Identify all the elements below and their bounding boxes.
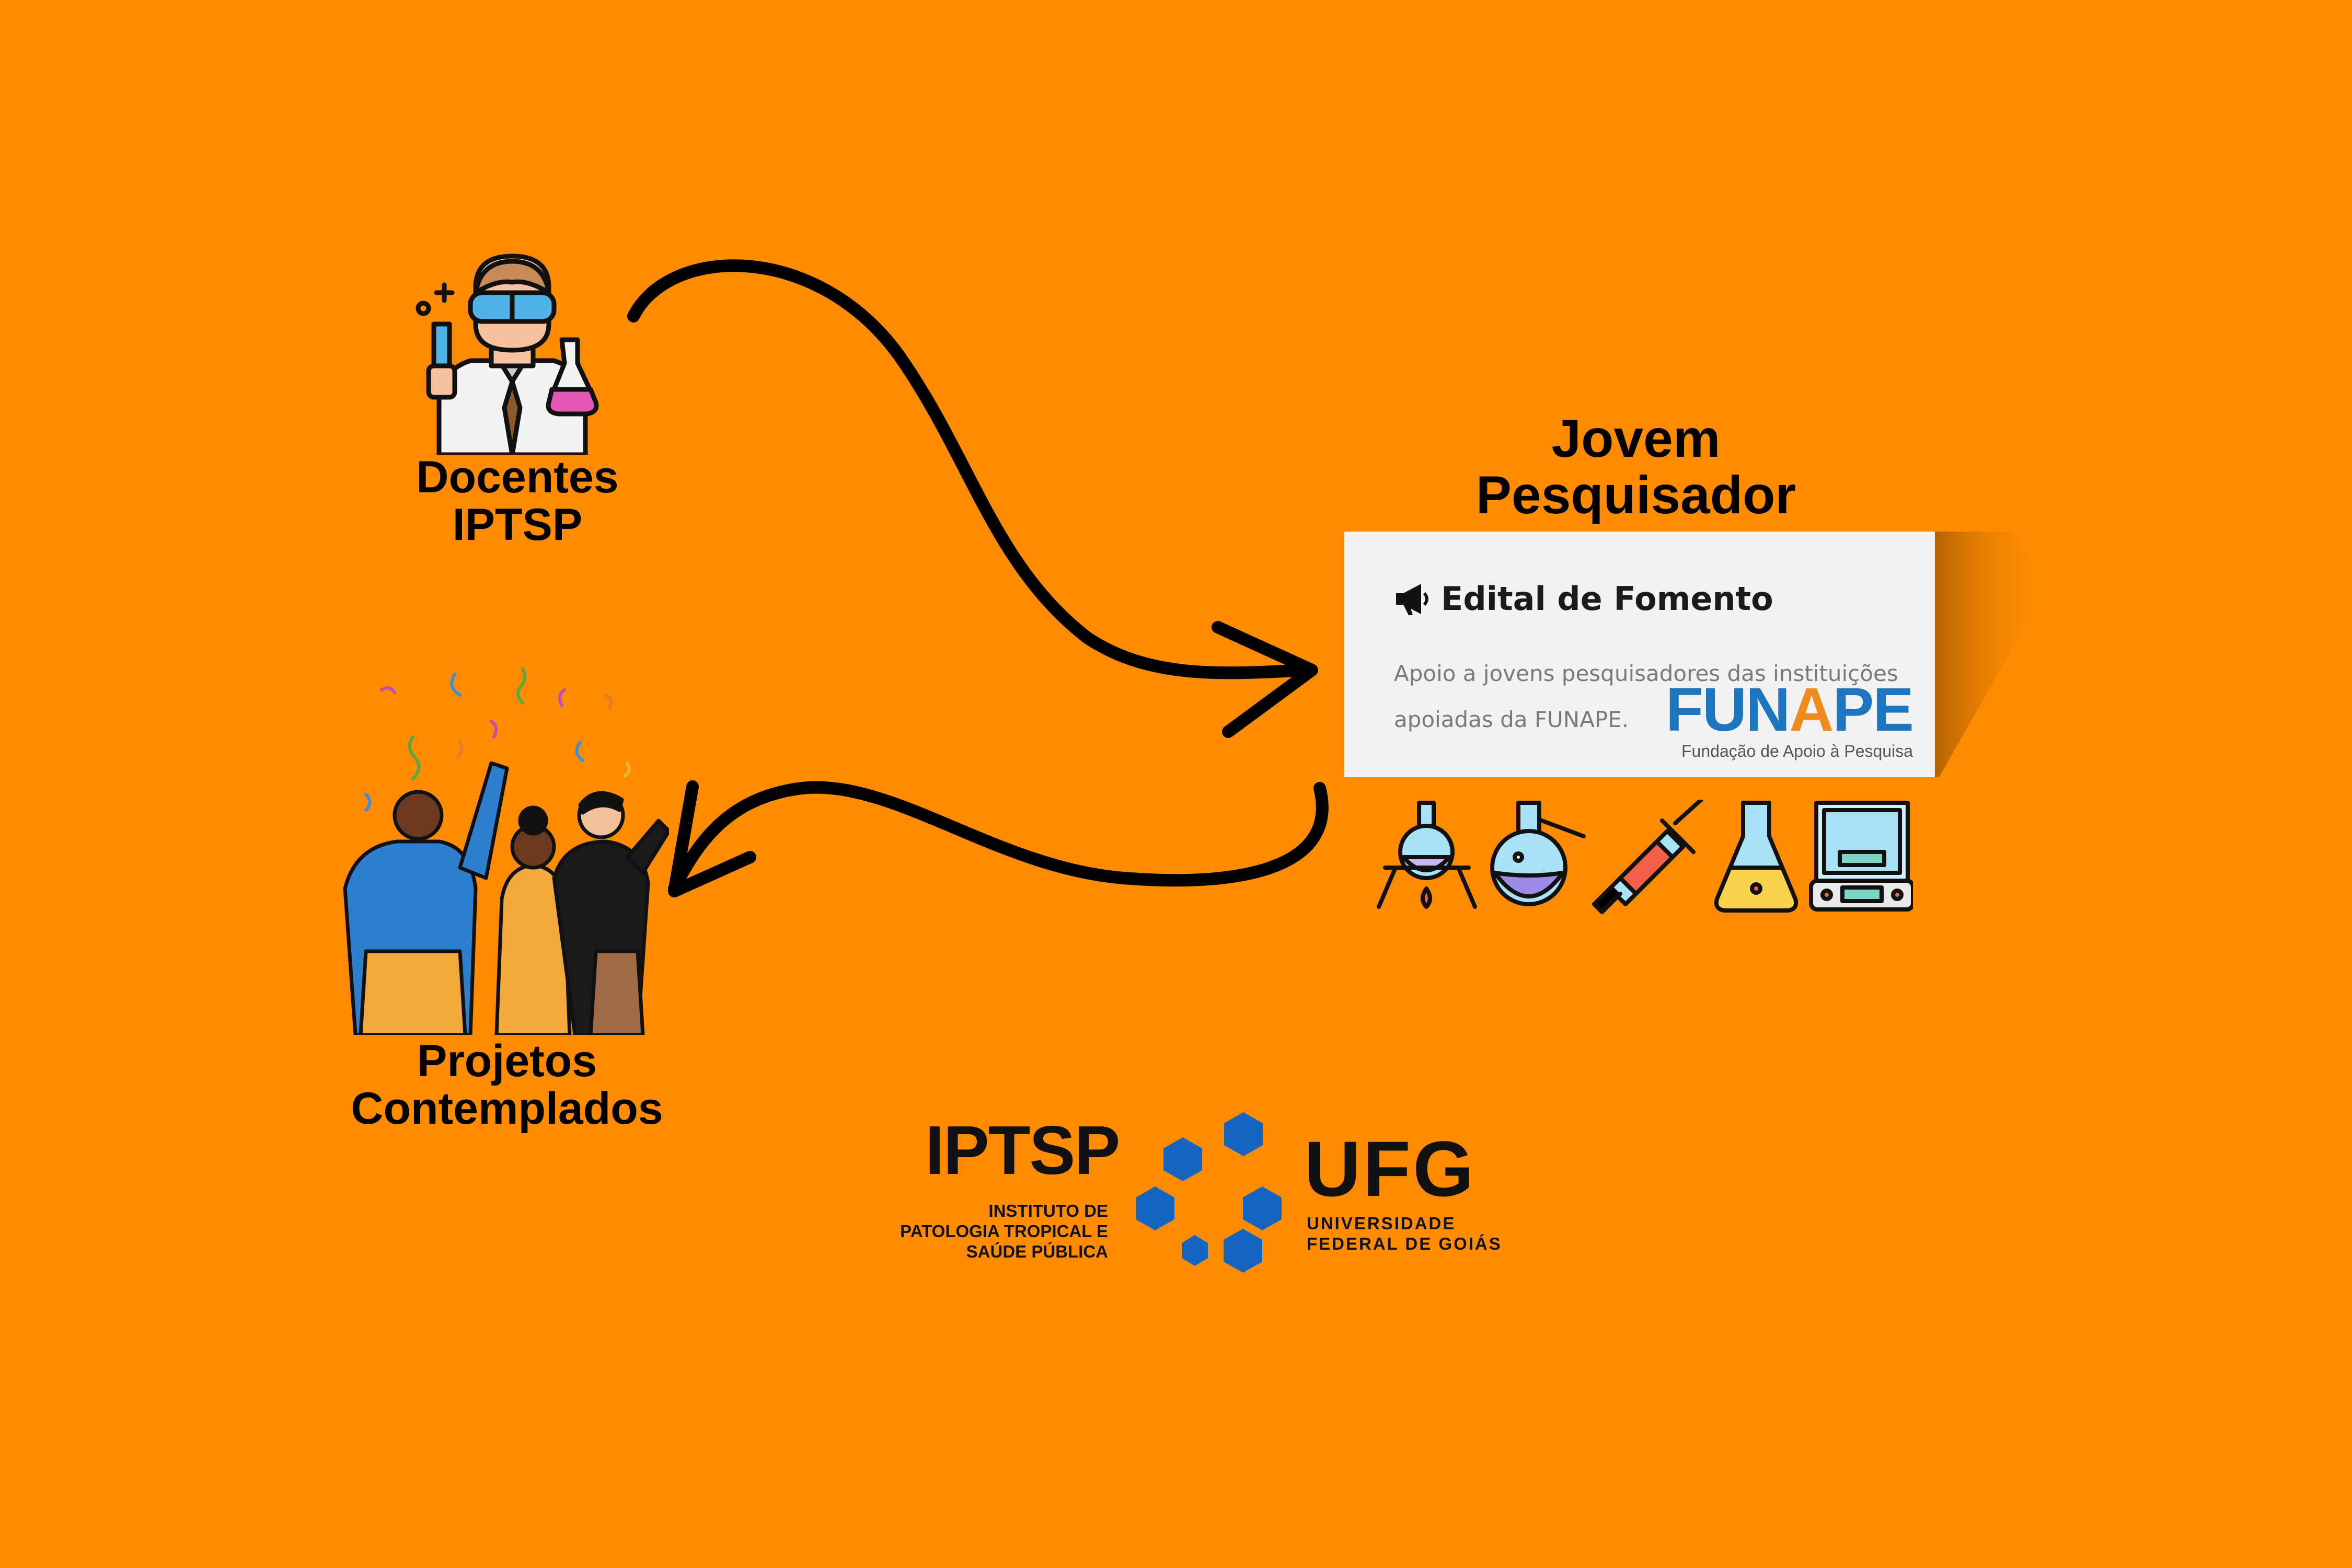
funape-logo-part-2: A <box>1789 675 1834 744</box>
card-shadow <box>1897 532 2049 777</box>
lab-scale-icon <box>1809 801 1913 912</box>
funape-logo: FUNAPE <box>1666 679 1914 741</box>
card-heading-text: Edital de Fomento <box>1441 580 1773 618</box>
erlenmeyer-flask-icon <box>1714 801 1798 913</box>
funape-logo-part-3: PE <box>1832 675 1914 744</box>
card-heading: Edital de Fomento <box>1394 580 1773 618</box>
celebration-icon <box>343 667 669 1035</box>
megaphone-icon <box>1396 583 1428 615</box>
ufg-hexagon-icon <box>1136 1112 1282 1273</box>
funape-subtitle: Fundação de Apoio à Pesquisa <box>1681 742 1913 760</box>
arrow-head-2 <box>668 780 756 897</box>
funape-logo-part-1: FUN <box>1665 675 1791 744</box>
node-jovem: Jovem Pesquisador <box>1475 409 1796 525</box>
arrow-head-1 <box>1212 621 1318 738</box>
ufg-logo: UFG <box>1304 1125 1476 1213</box>
node-projetos: Projetos Contemplados <box>351 1036 663 1134</box>
burner-flask-icon <box>1377 801 1477 909</box>
iptsp-subtitle: INSTITUTO DE PATOLOGIA TROPICAL E SAÚDE … <box>900 1201 1108 1261</box>
round-flask-icon <box>1490 801 1586 906</box>
card-description: Apoio a jovens pesquisadores das institu… <box>1394 661 1898 732</box>
arrow-jovem-to-projetos <box>668 781 1329 895</box>
edital-card: Edital de Fomento Apoio a jovens pesquis… <box>1344 532 1935 777</box>
node-docentes: Docentes IPTSP <box>416 452 619 550</box>
lab-icons-row <box>1377 800 1913 914</box>
iptsp-logo: IPTSP <box>925 1112 1120 1189</box>
scientist-icon <box>416 253 599 455</box>
syringe-icon <box>1592 800 1703 914</box>
ufg-subtitle: UNIVERSIDADE FEDERAL DE GOIÁS <box>1307 1214 1502 1253</box>
arrow-docentes-to-jovem <box>627 259 1313 679</box>
